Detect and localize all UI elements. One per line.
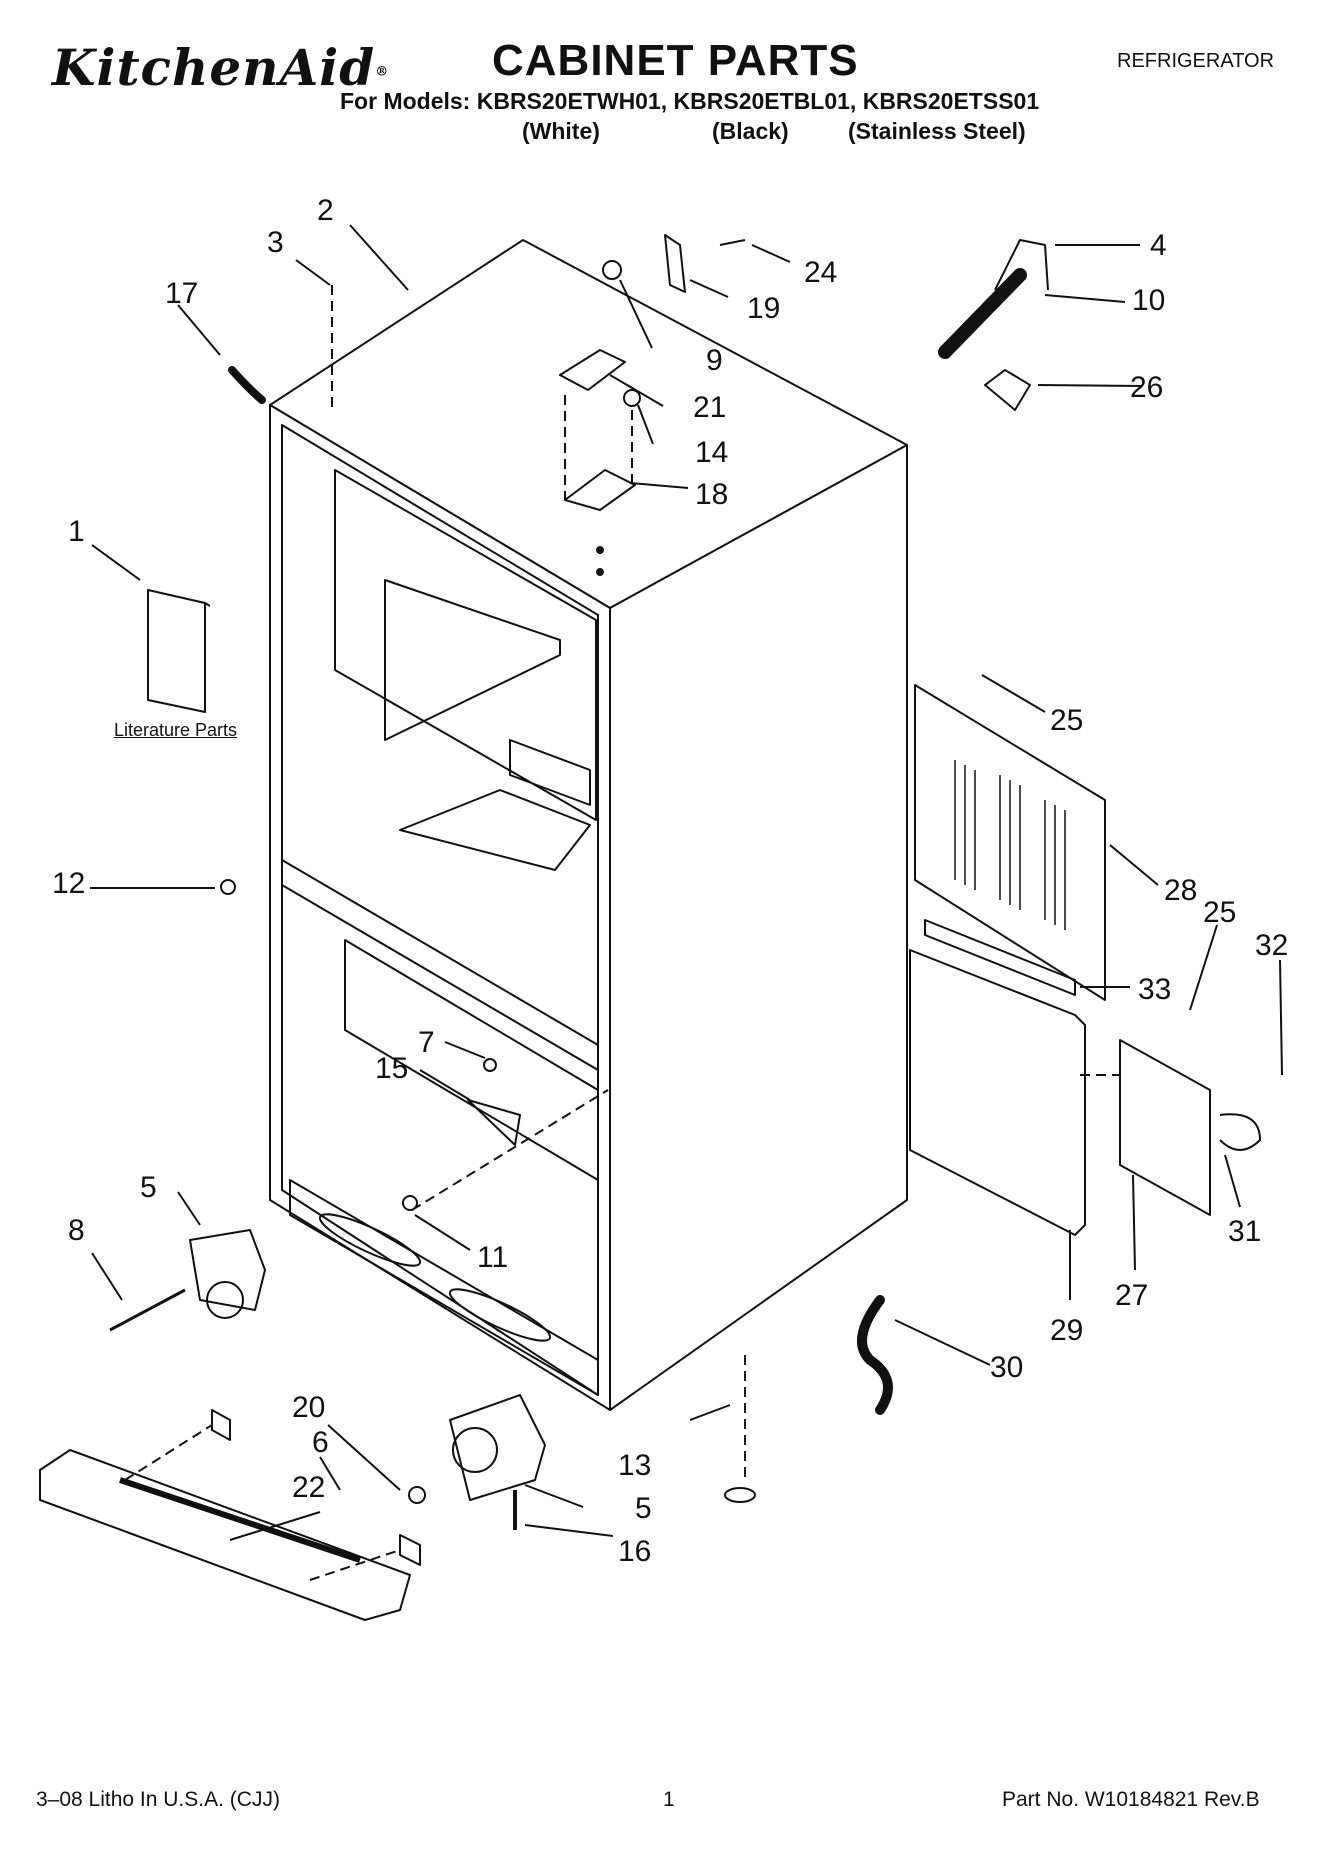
callout-5-right: 5 — [635, 1492, 652, 1525]
appliance-category: REFRIGERATOR — [1117, 50, 1275, 72]
roller-screw — [408, 1486, 426, 1504]
callout-8: 8 — [68, 1214, 85, 1247]
callout-1: 1 — [68, 515, 85, 548]
callout-20: 20 — [292, 1391, 325, 1424]
tube-clip — [994, 239, 1049, 291]
hinge-screw-14 — [623, 389, 641, 407]
callout-16: 16 — [618, 1535, 651, 1568]
literature-parts-link[interactable]: Literature Parts — [114, 720, 238, 740]
foot-pad — [724, 1487, 756, 1503]
variant-stainless: (Stainless Steel) — [848, 118, 1026, 144]
top-hinge — [564, 469, 636, 511]
base-grille — [39, 1449, 411, 1621]
callout-30: 30 — [990, 1351, 1023, 1384]
callout-3: 3 — [267, 226, 284, 259]
door-stop — [664, 234, 686, 293]
water-tube — [938, 268, 1027, 359]
cabinet-body — [269, 239, 908, 1411]
callout-6: 6 — [312, 1426, 329, 1459]
page-number: 1 — [663, 1788, 675, 1811]
callout-25-lower: 25 — [1203, 896, 1236, 929]
callout-12: 12 — [52, 867, 85, 900]
callout-31: 31 — [1228, 1215, 1261, 1248]
screw-7 — [483, 1058, 497, 1072]
wire-clamp — [1219, 1113, 1261, 1151]
variant-black: (Black) — [712, 118, 789, 144]
page-title: CABINET PARTS — [492, 36, 859, 85]
callout-17: 17 — [165, 277, 198, 310]
callout-4: 4 — [1150, 229, 1167, 262]
models-line: For Models: KBRS20ETWH01, KBRS20ETBL01, … — [340, 88, 1040, 114]
screw-24 — [719, 239, 746, 246]
brand-logo: KitchenAid® — [52, 38, 390, 97]
callout-21: 21 — [693, 391, 726, 424]
screw-11 — [402, 1195, 418, 1211]
callout-labels: 1 2 3 4 5 5 6 7 8 9 10 11 12 13 14 15 16… — [52, 194, 1288, 1568]
mounting-bracket — [467, 1099, 521, 1146]
callout-29: 29 — [1050, 1314, 1083, 1347]
callout-26: 26 — [1130, 371, 1163, 404]
callout-14: 14 — [695, 436, 728, 469]
print-info: 3–08 Litho In U.S.A. (CJJ) — [36, 1788, 280, 1811]
panel-vents — [954, 760, 1066, 930]
callout-27: 27 — [1115, 1279, 1148, 1312]
variant-white: (White) — [522, 118, 600, 144]
callout-22: 22 — [292, 1471, 325, 1504]
literature-booklet — [147, 589, 206, 713]
hinge-cover — [559, 349, 626, 391]
callout-19: 19 — [747, 292, 780, 325]
water-tube-clip — [228, 366, 266, 404]
hinge-screw-9 — [602, 260, 622, 280]
callout-leaders — [90, 224, 1283, 1541]
rear-roller-left — [189, 1229, 266, 1311]
callout-10: 10 — [1132, 284, 1165, 317]
compressor-cover — [909, 949, 1086, 1236]
grille-clip-upper — [211, 1409, 231, 1441]
dashed-guides — [124, 285, 1120, 1581]
callout-5-left: 5 — [140, 1171, 157, 1204]
callout-2: 2 — [317, 194, 334, 227]
callout-11: 11 — [477, 1241, 508, 1274]
callout-9: 9 — [706, 344, 723, 377]
part-number: Part No. W10184821 Rev.B — [1002, 1788, 1260, 1811]
leveling-screw — [109, 1288, 186, 1332]
callout-25-upper: 25 — [1050, 704, 1083, 737]
callout-18: 18 — [695, 478, 728, 511]
callout-28: 28 — [1164, 874, 1197, 907]
callout-7: 7 — [418, 1026, 435, 1059]
grille-clip-lower — [399, 1534, 421, 1566]
tube-holder — [984, 369, 1031, 411]
electrical-bracket — [1119, 1039, 1211, 1216]
seal-strip — [924, 919, 1076, 996]
callout-24: 24 — [804, 256, 837, 289]
drain-tube — [857, 1295, 893, 1415]
callout-33: 33 — [1138, 973, 1171, 1006]
callout-15: 15 — [375, 1052, 408, 1085]
callout-13: 13 — [618, 1449, 651, 1482]
callout-32: 32 — [1255, 929, 1288, 962]
screw-12 — [220, 879, 236, 895]
